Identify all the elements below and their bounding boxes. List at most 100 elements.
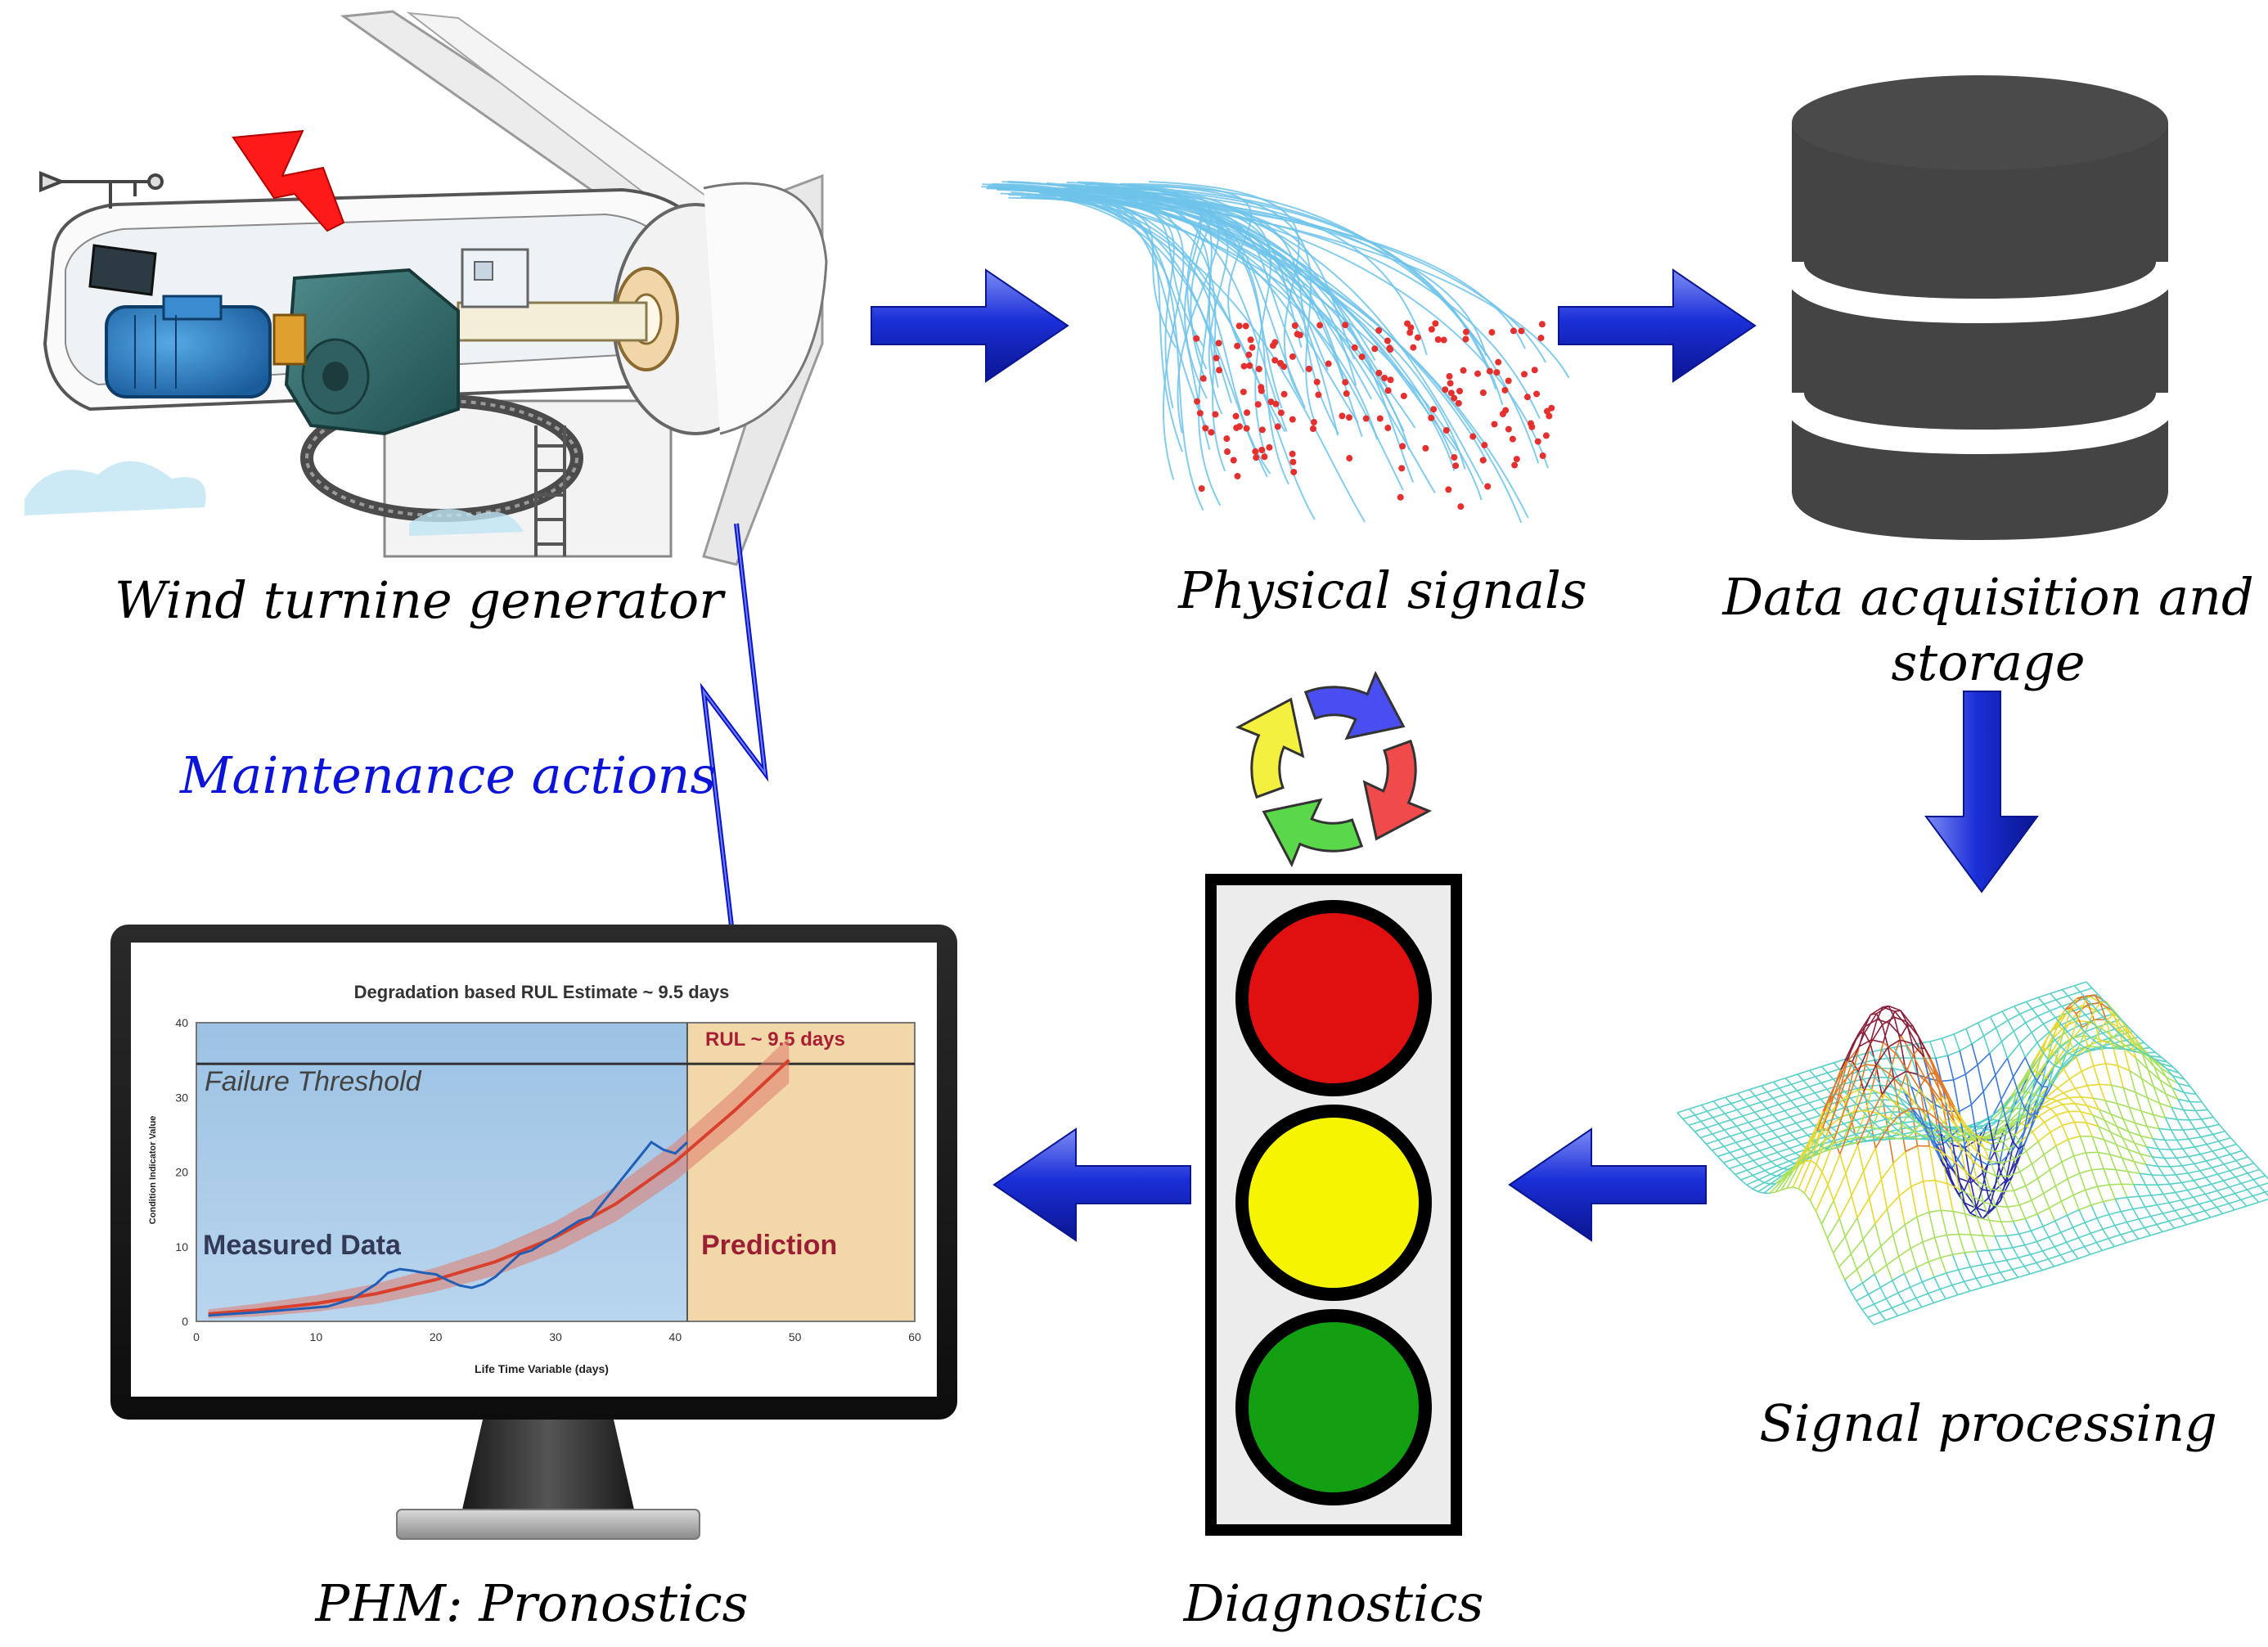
surface-mesh-line [2171,1149,2183,1150]
surface-mesh-line [1713,1114,1726,1118]
surface-mesh-line [2069,1071,2081,1079]
surface-mesh-line [1928,1294,1933,1303]
surface-mesh-line [2139,1219,2144,1228]
surface-mesh-line [2072,1247,2085,1251]
surface-mesh-line [2000,1270,2013,1273]
surface-mesh-line [2050,989,2063,993]
surface-mesh-line [2032,1200,2037,1214]
surface-mesh-line [2019,1044,2025,1058]
surface-mesh-line [1905,1225,1910,1249]
surface-mesh-line [2063,1105,2068,1112]
signal-point [1252,448,1258,455]
surface-mesh-line [1887,1209,1892,1235]
surface-mesh-line [1828,1218,1840,1239]
surface-mesh-line [1783,1158,1789,1162]
surface-mesh-line [2216,1208,2222,1214]
surface-mesh-line [1778,1137,1784,1143]
surface-mesh-line [1858,1145,1864,1171]
surface-mesh-line [2056,1000,2062,1006]
signal-point [1540,452,1546,459]
surface-mesh-line [2050,1010,2055,1017]
signal-point [1548,405,1555,412]
x-tick-label: 10 [310,1330,323,1343]
surface-mesh-line [1760,1147,1772,1151]
surface-mesh-line [1777,1161,1789,1166]
surface-mesh-line [2031,1251,2043,1254]
surface-mesh-line [2063,1104,2075,1105]
signal-point [1505,377,1512,384]
surface-mesh-line [2014,1001,2027,1006]
surface-mesh-line [1898,1287,1910,1293]
surface-mesh-line [2032,1123,2045,1132]
surface-mesh-line [1886,1316,1898,1320]
surface-mesh-line [2187,1204,2199,1208]
surface-mesh-line [1762,1086,1767,1092]
surface-mesh-line [2230,1167,2242,1171]
surface-mesh-line [2194,1194,2206,1197]
surface-mesh-line [1748,1150,1760,1154]
surface-mesh-line [1856,1117,1868,1120]
surface-mesh-line [2044,1018,2056,1024]
signal-point [1281,391,1288,398]
surface-mesh-line [2063,1093,2069,1098]
surface-mesh-line [1906,1145,1918,1151]
surface-mesh-line [2158,1185,2163,1194]
surface-mesh-line [1964,1278,1977,1281]
surface-mesh-line [1742,1128,1754,1132]
surface-mesh-line [2219,1138,2231,1141]
surface-mesh-line [1946,1270,1959,1273]
surface-mesh-line [2000,1249,2006,1260]
signal-point [1339,412,1345,419]
surface-mesh-line [2057,1111,2069,1114]
surface-mesh-line [1970,1265,1982,1267]
surface-mesh-line [1881,1246,1887,1265]
surface-mesh-line [2236,1157,2248,1161]
surface-mesh-line [1990,1017,1996,1028]
surface-mesh-line [1779,1121,1784,1127]
signal-point [1277,360,1284,367]
surface-mesh-line [2032,1004,2045,1009]
surface-mesh-line [1916,1298,1922,1307]
surface-mesh-line [2176,1175,2181,1183]
surface-mesh-line [2194,1161,2207,1163]
surface-mesh-line [1964,1253,1970,1267]
signal-point [1245,352,1252,358]
surface-mesh-line [1790,1129,1802,1133]
surface-mesh-line [1761,1118,1766,1125]
surface-mesh-line [2055,1179,2068,1186]
surface-mesh-line [2103,1229,2108,1238]
surface-mesh-line [2241,1199,2247,1206]
surface-mesh-line [2218,1158,2224,1164]
surface-mesh-line [2199,1187,2205,1194]
surface-mesh-line [2230,1187,2235,1194]
surface-mesh-line [1845,1280,1851,1291]
surface-mesh-line [1893,1225,1906,1235]
surface-mesh-line [2241,1180,2253,1184]
surface-mesh-line [1891,1138,1903,1139]
surface-mesh-line [1862,1310,1868,1318]
surface-mesh-line [2126,1219,2139,1222]
surface-mesh-line [1982,1265,1988,1276]
surface-mesh-line [2159,1128,2171,1130]
signal-point [1216,367,1222,373]
surface-mesh-line [2085,1243,2097,1247]
surface-mesh-line [1983,1091,1989,1122]
surface-mesh-line [1744,1096,1756,1100]
surface-mesh-line [1935,1181,1941,1211]
y-tick-label: 40 [175,1016,188,1029]
surface-mesh-line [2127,1198,2133,1209]
surface-mesh-line [2212,1181,2224,1184]
surface-mesh-line [2164,1159,2170,1167]
surface-mesh-line [2090,1229,2103,1233]
surface-mesh-line [1690,1105,1702,1109]
surface-mesh-line [2067,1238,2079,1243]
surface-mesh-line [1952,1281,1964,1285]
surface-mesh-line [2141,1111,2147,1127]
surface-mesh-line [2140,1196,2145,1207]
surface-mesh-line [1779,1100,1791,1105]
surface-mesh-line [2054,1242,2067,1246]
surface-mesh-line [1875,1148,1881,1179]
signal-point [1258,384,1264,390]
surface-mesh-line [2182,1166,2188,1173]
surface-mesh-line [1899,1186,1911,1196]
